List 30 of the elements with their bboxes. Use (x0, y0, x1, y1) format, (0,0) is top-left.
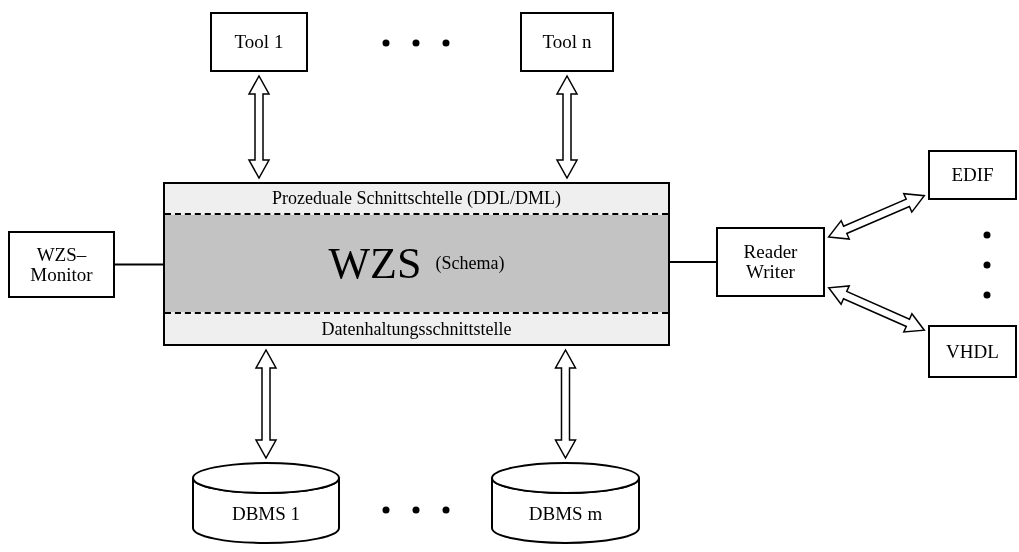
system-subtitle: (Schema) (435, 253, 505, 274)
node-label: Tool n (542, 32, 592, 52)
node-label: DBMS m (528, 503, 603, 525)
component-box (716, 227, 825, 297)
node-label: Reader Writer (742, 242, 799, 282)
system-box (163, 182, 670, 346)
node-label: Datenhaltungsschnittstelle (321, 318, 512, 340)
double-arrow (827, 192, 926, 240)
node-label: Prozeduale Schnittschtelle (DDL/DML) (272, 188, 561, 209)
double-arrow (555, 74, 579, 180)
connector-line (114, 263, 164, 266)
connector-line (669, 261, 717, 263)
double-arrow (247, 74, 271, 180)
database-cylinder (491, 462, 640, 544)
component-box (210, 12, 308, 72)
double-arrow (254, 348, 278, 460)
interface-band (165, 215, 668, 312)
node-label: DBMS 1 (231, 503, 301, 525)
component-box (8, 231, 115, 298)
double-arrow (827, 285, 926, 333)
component-box (520, 12, 614, 72)
component-box (928, 150, 1017, 200)
node-label: EDIF (951, 165, 994, 185)
system-title: WZS (328, 238, 422, 289)
database-cylinder (192, 462, 340, 544)
node-label: VHDL (946, 341, 999, 362)
node-label: Tool 1 (234, 32, 284, 52)
node-label: WZS– Monitor (29, 244, 94, 285)
component-box (928, 325, 1017, 378)
double-arrow (554, 348, 577, 460)
